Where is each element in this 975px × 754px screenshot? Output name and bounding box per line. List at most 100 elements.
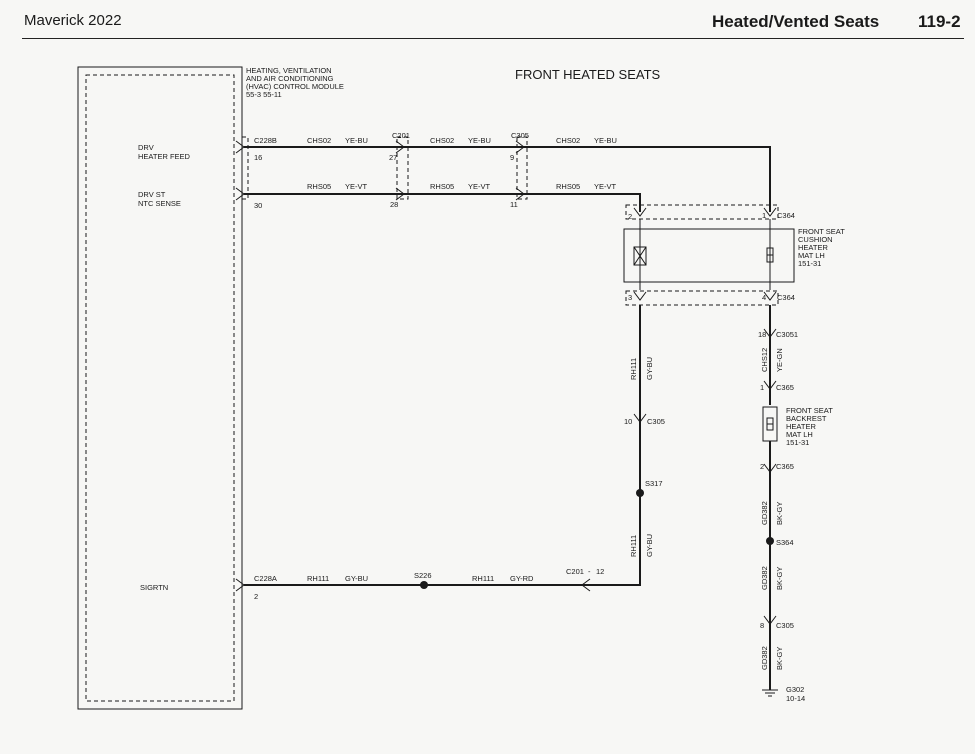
arrow-c201-feed <box>395 140 405 154</box>
feed-color-1: YE-BU <box>345 136 368 145</box>
ground-name: G302 <box>786 685 804 694</box>
vehicle-model: Maverick 2022 <box>24 12 122 29</box>
cushion-label-5: 151-31 <box>798 259 821 268</box>
gd382-b-color: BK-GY <box>775 567 784 590</box>
module-name-line-3: (HVAC) CONTROL MODULE <box>246 82 344 91</box>
sense-circuit-2: RHS05 <box>430 182 454 191</box>
arrow-c364-bottom-right <box>763 291 777 301</box>
gd382-a-circuit: GD382 <box>760 501 769 525</box>
pin-16: 16 <box>254 153 262 162</box>
pin-label-sigrtn: SIGRTN <box>140 583 168 592</box>
rh111-upper-color: GY-BU <box>645 357 654 380</box>
backrest-label-4: MAT LH <box>786 430 813 439</box>
wire-feed <box>244 146 771 212</box>
arrow-c364-bottom-left <box>633 291 647 301</box>
heater-element-icon <box>766 247 774 263</box>
c364-top-name: C364 <box>777 211 795 220</box>
page-number: 119-2 <box>918 12 961 31</box>
c201-bottom-name: C201 <box>566 567 584 576</box>
c201-top-name: C201 <box>392 131 410 140</box>
pin-label-ntc-line-2: NTC SENSE <box>138 199 181 208</box>
c201-dashed <box>396 136 409 200</box>
s364-label: S364 <box>776 538 794 547</box>
sigrtn-circuit-2: RH111 <box>472 574 494 583</box>
splice-s317 <box>636 489 644 497</box>
backrest-label-3: HEATER <box>786 422 816 431</box>
s226-label: S226 <box>414 571 432 580</box>
module-name-line-4: 55-3 55-11 <box>246 90 282 99</box>
pin-30: 30 <box>254 201 262 210</box>
c305-top-name: C305 <box>511 131 529 140</box>
hvac-module-box <box>77 66 243 710</box>
feed-color-3: YE-BU <box>594 136 617 145</box>
arrow-c305-low <box>763 615 777 625</box>
c364-bottom-name: C364 <box>777 293 795 302</box>
ground-icon <box>762 689 778 697</box>
sense-circuit-3: RHS05 <box>556 182 580 191</box>
arrow-c228a <box>235 578 245 592</box>
c365-bottom-name: C365 <box>776 462 794 471</box>
connector-c228a: C228A <box>254 574 277 583</box>
cushion-label-2: CUSHION <box>798 235 833 244</box>
c305-dashed <box>516 136 528 200</box>
splice-s226 <box>420 581 428 589</box>
c305-low-pin: 8 <box>760 621 764 630</box>
c305-pin-11: 11 <box>510 200 518 209</box>
arrow-c305-mid <box>633 413 647 423</box>
c3051-name: C3051 <box>776 330 798 339</box>
module-name-line-2: AND AIR CONDITIONING <box>246 74 334 83</box>
chs12-color: YE-GN <box>775 348 784 372</box>
gd382-a-color: BK-GY <box>775 502 784 525</box>
cushion-label-3: HEATER <box>798 243 828 252</box>
cushion-heater-box <box>623 228 795 283</box>
arrow-c228b-feed <box>235 140 245 154</box>
section-title: Heated/Vented Seats <box>712 12 880 31</box>
wire-sense <box>244 193 641 212</box>
chs12-circuit: CHS12 <box>760 348 769 372</box>
module-name-line-1: HEATING, VENTILATION <box>246 66 332 75</box>
arrow-c365-bottom <box>763 463 777 473</box>
sense-circuit-1: RHS05 <box>307 182 331 191</box>
feed-color-2: YE-BU <box>468 136 491 145</box>
ntc-thermistor-icon <box>633 246 647 266</box>
c305-mid-name: C305 <box>647 417 665 426</box>
sigrtn-color-2: GY-RD <box>510 574 534 583</box>
connector-c228b: C228B <box>254 136 277 145</box>
rh111-lower-color: GY-BU <box>645 534 654 557</box>
c305-low-name: C305 <box>776 621 794 630</box>
feed-circuit-3: CHS02 <box>556 136 580 145</box>
backrest-label-1: FRONT SEAT <box>786 406 833 415</box>
arrow-c201-sense <box>395 187 405 201</box>
c364-pin-1: 1 <box>762 211 766 220</box>
rh111-upper-circuit: RH111 <box>629 358 638 380</box>
c201-bottom-sep: - <box>588 567 591 576</box>
c201-pin-28: 28 <box>390 200 398 209</box>
pin-label-drv-line-2: HEATER FEED <box>138 152 191 161</box>
c201-bottom-pin: 12 <box>596 567 604 576</box>
ground-ref: 10-14 <box>786 694 805 703</box>
c364-bottom-dashed <box>625 290 779 306</box>
sense-color-1: YE-VT <box>345 182 368 191</box>
pin-2: 2 <box>254 592 258 601</box>
feed-circuit-2: CHS02 <box>430 136 454 145</box>
arrow-c364-left <box>633 207 647 217</box>
arrow-c365-top <box>763 380 777 390</box>
c305-pin-9: 9 <box>510 153 514 162</box>
gd382-c-circuit: GD382 <box>760 646 769 670</box>
c364-pin-2: 2 <box>628 212 632 221</box>
c3051-pin: 18 <box>758 330 766 339</box>
cushion-label-1: FRONT SEAT <box>798 227 845 236</box>
sigrtn-color-1: GY-BU <box>345 574 368 583</box>
sense-color-3: YE-VT <box>594 182 617 191</box>
backrest-label-5: 151-31 <box>786 438 809 447</box>
c364-pin-4: 4 <box>762 293 766 302</box>
c365-top-pin: 1 <box>760 383 764 392</box>
c201-pin-27: 27 <box>389 153 397 162</box>
c364-pin-3: 3 <box>628 293 632 302</box>
arrow-c3051 <box>763 328 777 338</box>
arrow-c201-bottom <box>581 578 591 592</box>
feed-circuit-1: CHS02 <box>307 136 331 145</box>
gd382-b-circuit: GD382 <box>760 566 769 590</box>
